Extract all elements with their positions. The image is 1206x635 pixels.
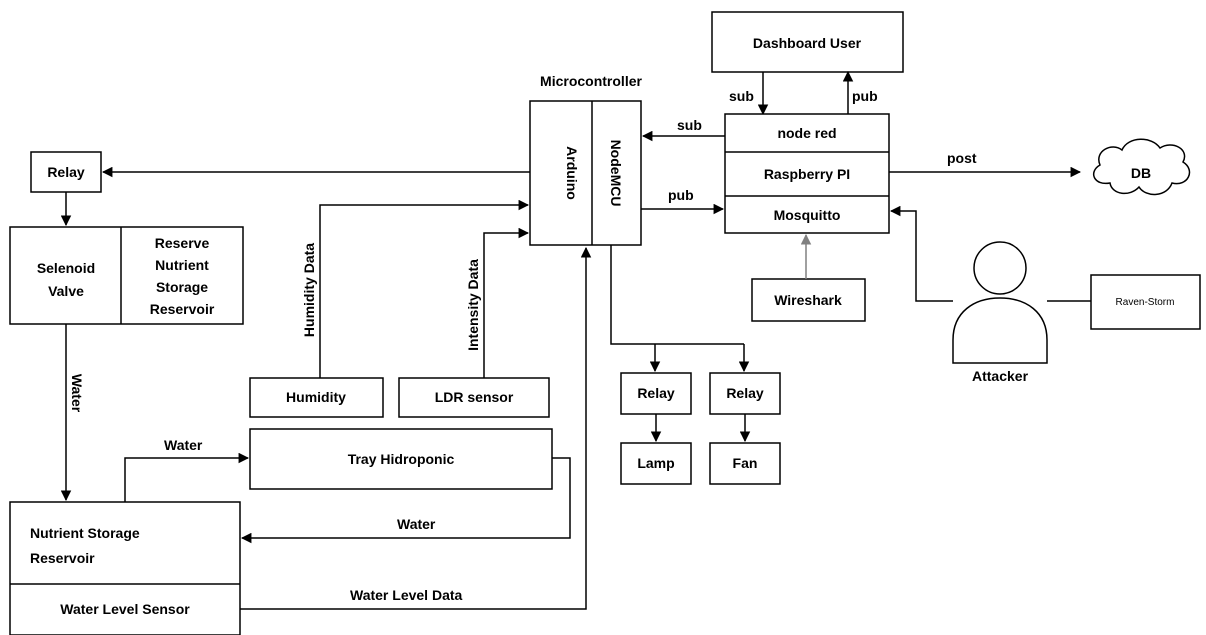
post-label: post bbox=[947, 150, 977, 166]
lamp-box bbox=[620, 442, 692, 485]
tray-return-arrow bbox=[240, 457, 571, 544]
water-level-data-arrow bbox=[240, 246, 592, 610]
attacker-head-icon bbox=[973, 241, 1027, 295]
raven-storm-label: Raven-Storm bbox=[1116, 297, 1175, 308]
raspberry-pi-label: Raspberry PI bbox=[764, 166, 850, 182]
microcontroller-box bbox=[529, 100, 642, 246]
water-label-vertical: Water bbox=[69, 374, 85, 413]
wireshark-box bbox=[751, 278, 866, 322]
humidity-data-arrow bbox=[319, 199, 530, 378]
attacker-body-icon bbox=[952, 297, 1048, 364]
db-label: DB bbox=[1131, 165, 1151, 181]
microcontroller-title: Microcontroller bbox=[540, 73, 642, 89]
pub-label-dashboard: pub bbox=[852, 88, 878, 104]
nutrient-label-2: Reservoir bbox=[30, 550, 95, 566]
humidity-data-label: Humidity Data bbox=[301, 243, 317, 337]
fan-box bbox=[709, 442, 781, 485]
water-level-sensor-label: Water Level Sensor bbox=[60, 601, 190, 617]
sub-label-micro: sub bbox=[677, 117, 702, 133]
reserve-label-3: Storage bbox=[156, 279, 208, 295]
sub-label-dashboard: sub bbox=[729, 88, 754, 104]
attack-arrow bbox=[889, 205, 953, 302]
raspberry-stack bbox=[724, 113, 890, 234]
nutrient-reservoir-box bbox=[9, 501, 241, 635]
dashboard-user-box bbox=[711, 11, 904, 73]
node-red-label: node red bbox=[777, 125, 836, 141]
relay-box-lamp bbox=[620, 372, 692, 415]
attacker-label: Attacker bbox=[972, 368, 1029, 384]
raven-storm-box bbox=[1090, 274, 1201, 330]
nodemcu-relay-bus bbox=[610, 245, 744, 345]
lamp-label: Lamp bbox=[637, 455, 674, 471]
water-level-data-label: Water Level Data bbox=[350, 587, 463, 603]
intensity-data-arrow bbox=[483, 227, 530, 378]
valve-reserve-box bbox=[9, 226, 244, 325]
fan-label: Fan bbox=[733, 455, 758, 471]
water-label-to-tray: Water bbox=[164, 437, 203, 453]
humidity-label: Humidity bbox=[286, 389, 346, 405]
selenoid-label-1: Selenoid bbox=[37, 260, 95, 276]
water-label-return: Water bbox=[397, 516, 436, 532]
selenoid-label-2: Valve bbox=[48, 283, 84, 299]
tray-hidroponic-label: Tray Hidroponic bbox=[348, 451, 455, 467]
ldr-sensor-label: LDR sensor bbox=[435, 389, 514, 405]
reservoir-to-tray-arrow bbox=[124, 452, 250, 502]
relay-label-fan: Relay bbox=[726, 385, 764, 401]
arduino-label: Arduino bbox=[564, 146, 580, 200]
intensity-data-label: Intensity Data bbox=[465, 259, 481, 351]
relay-label-left: Relay bbox=[47, 164, 85, 180]
nutrient-label-1: Nutrient Storage bbox=[30, 525, 140, 541]
db-cloud-icon bbox=[1092, 138, 1191, 196]
mosquitto-label: Mosquitto bbox=[774, 207, 841, 223]
ldr-sensor-box bbox=[398, 377, 550, 418]
dashboard-user-label: Dashboard User bbox=[753, 35, 862, 51]
relay-box-fan bbox=[709, 372, 781, 415]
humidity-sensor-box bbox=[249, 377, 384, 418]
tray-hidroponic-box bbox=[249, 428, 553, 490]
reserve-label-4: Reservoir bbox=[150, 301, 215, 317]
relay-label-lamp: Relay bbox=[637, 385, 675, 401]
reserve-label-2: Nutrient bbox=[155, 257, 209, 273]
nodemcu-label: NodeMCU bbox=[608, 140, 624, 207]
wireshark-label: Wireshark bbox=[774, 292, 842, 308]
reserve-label-1: Reserve bbox=[155, 235, 210, 251]
pub-label-micro: pub bbox=[668, 187, 694, 203]
